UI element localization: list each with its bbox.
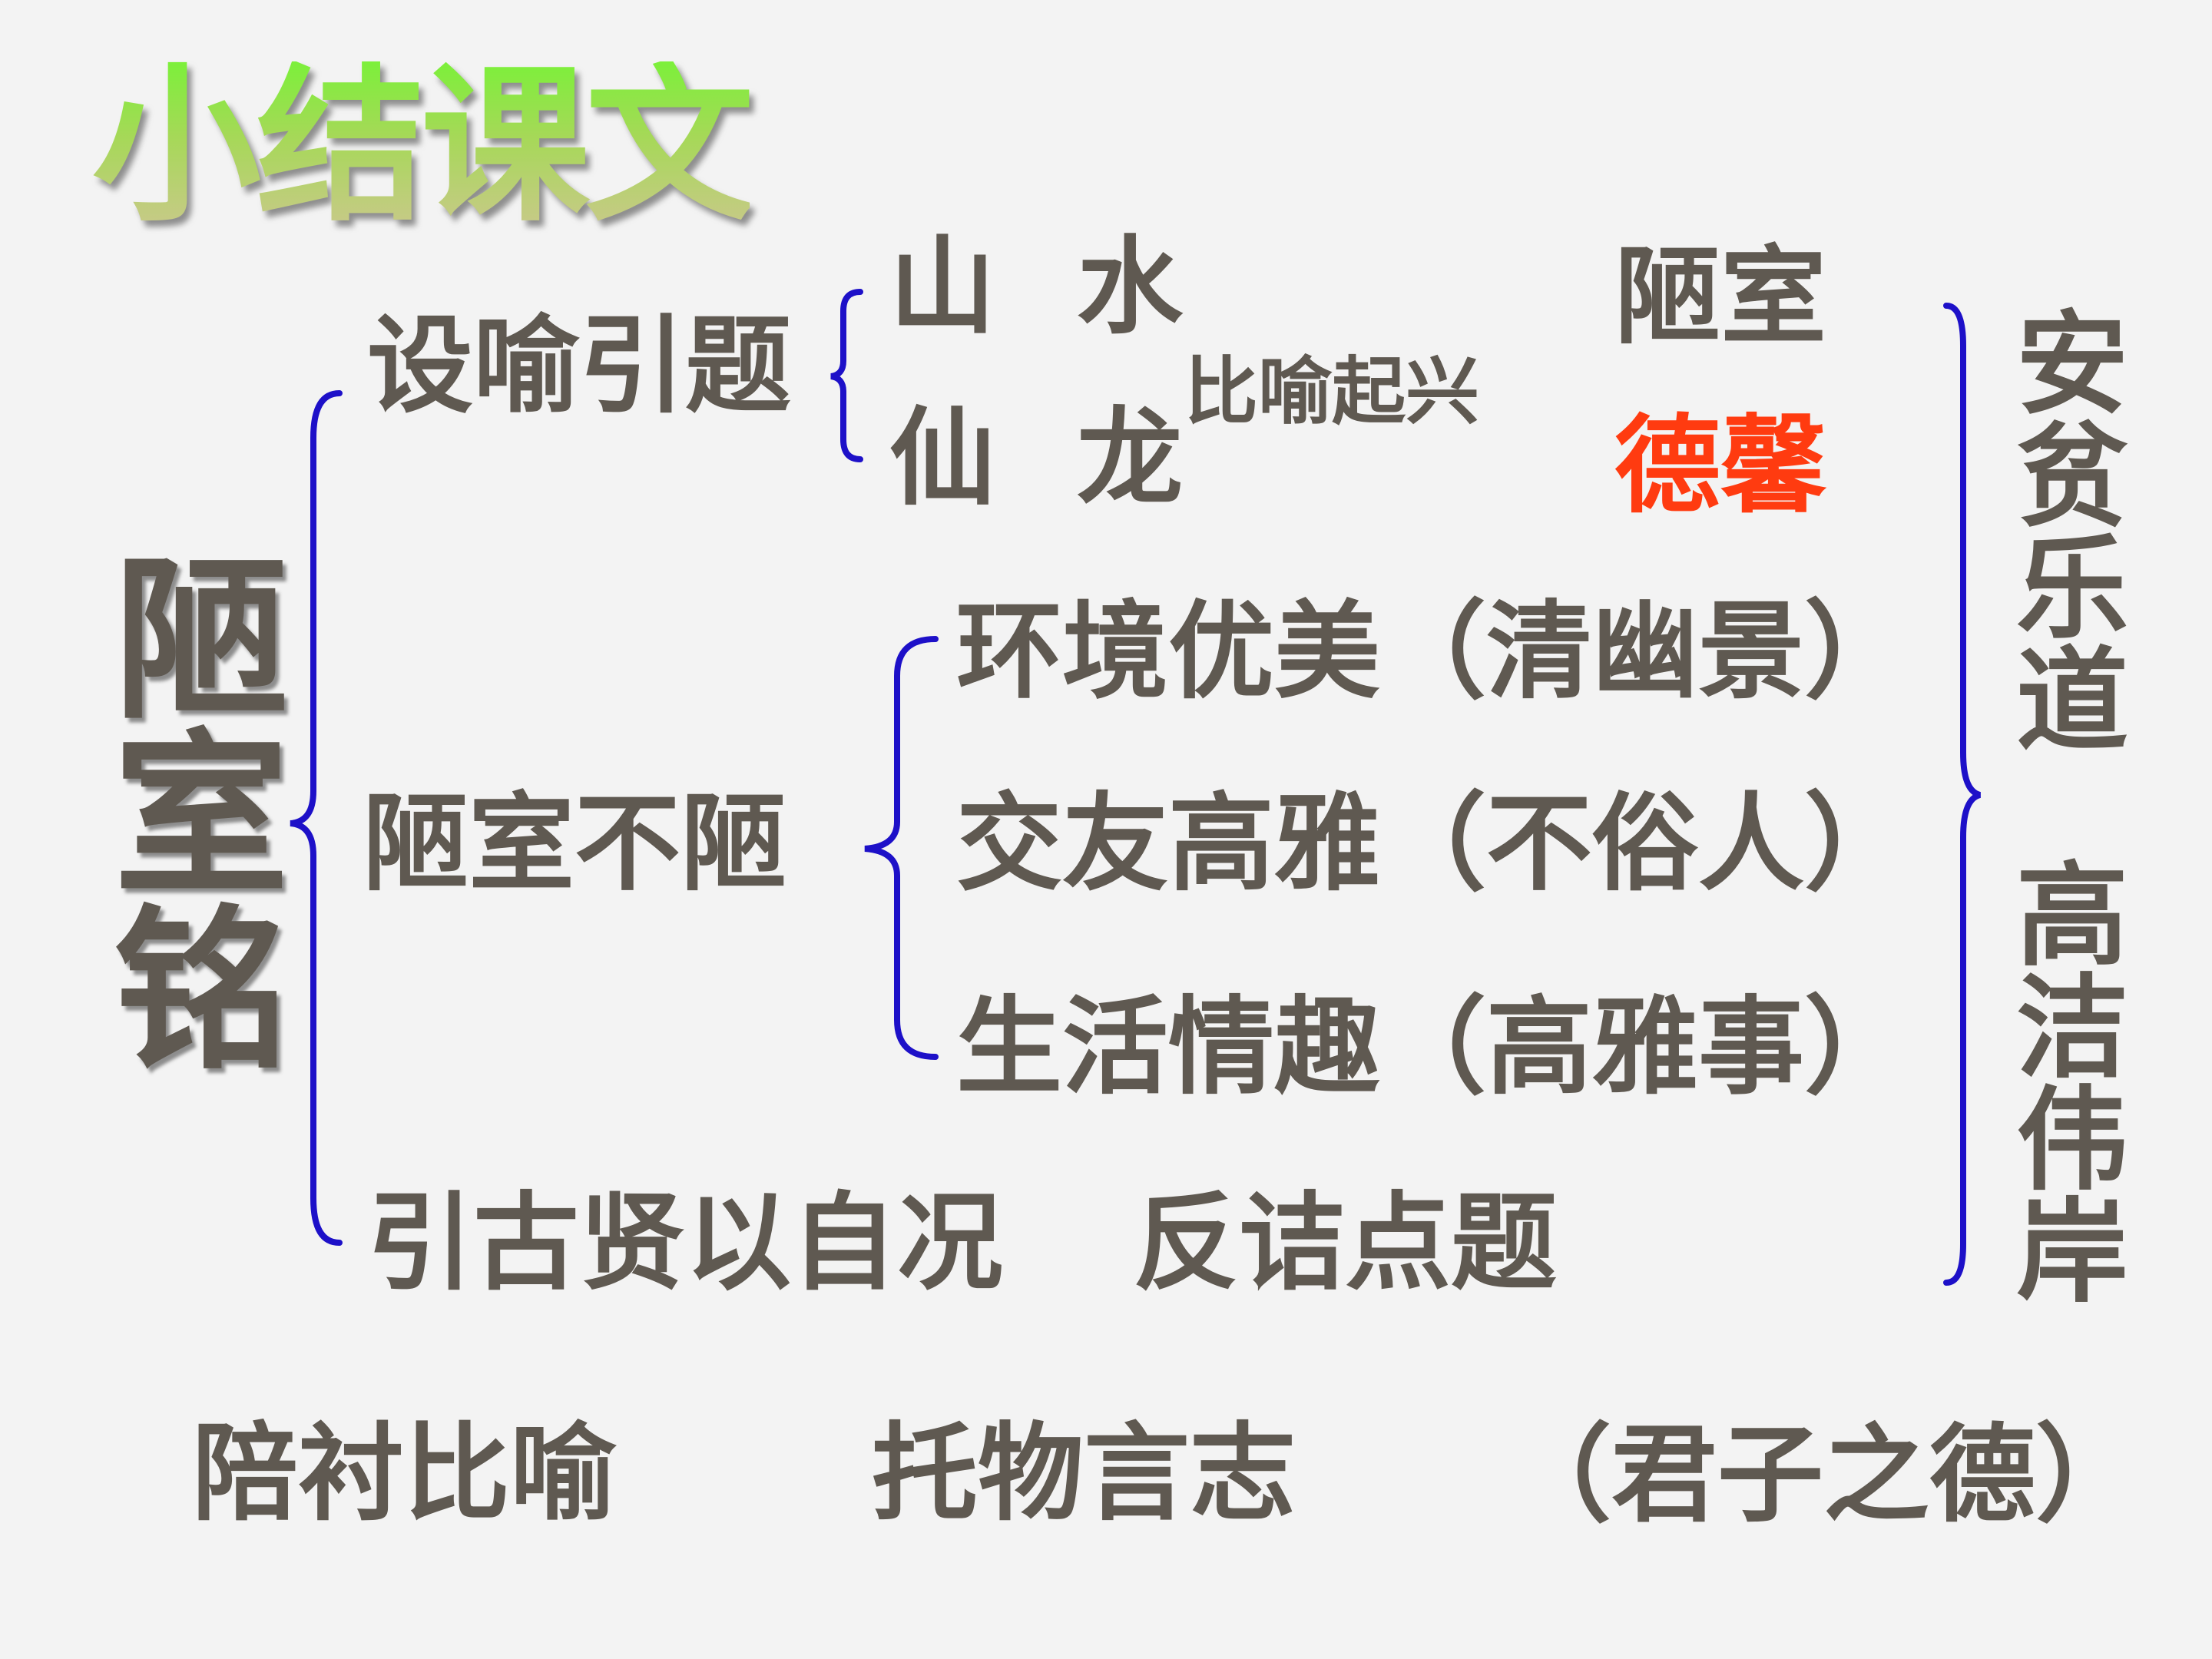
pair-right-1: 水 [1077,225,1184,349]
slide-heading: 小结课文 [92,48,754,244]
pair-right-2: 龙 [1077,396,1184,520]
setup-label: 设喻引题 [367,304,792,428]
end-label-rhetorical: 反诘点题 [1133,1181,1558,1305]
theme-brace [1943,303,1982,1286]
target-lou-shi: 陋室 [1614,235,1827,359]
end-label-sages: 引古贤以自况 [367,1181,1004,1305]
target-de-xin: 德馨 [1614,404,1827,528]
main-brace [290,390,343,1246]
pair-left-2: 仙 [889,396,996,520]
pair-left-1: 山 [889,225,996,349]
footer-technique-1: 陪衬比喻 [192,1412,617,1535]
body-item-friends: 交友高雅（不俗人） [956,782,1911,906]
body-item-environment: 环境优美（清幽景） [956,590,1911,714]
theme-upper: 安贫乐道 [2016,300,2128,767]
method-label: 比喻起兴 [1184,349,1479,435]
footer-note: （君子之德） [1505,1413,2142,1537]
setup-brace [830,289,863,462]
theme-lower: 高洁伟岸 [2016,851,2128,1318]
footer-technique-2: 托物言志 [872,1412,1296,1535]
body-brace [864,636,939,1060]
main-title: 陋室铭 [114,538,289,1093]
body-item-life: 生活情趣（高雅事） [956,985,1911,1109]
body-label: 陋室不陋 [363,782,787,906]
